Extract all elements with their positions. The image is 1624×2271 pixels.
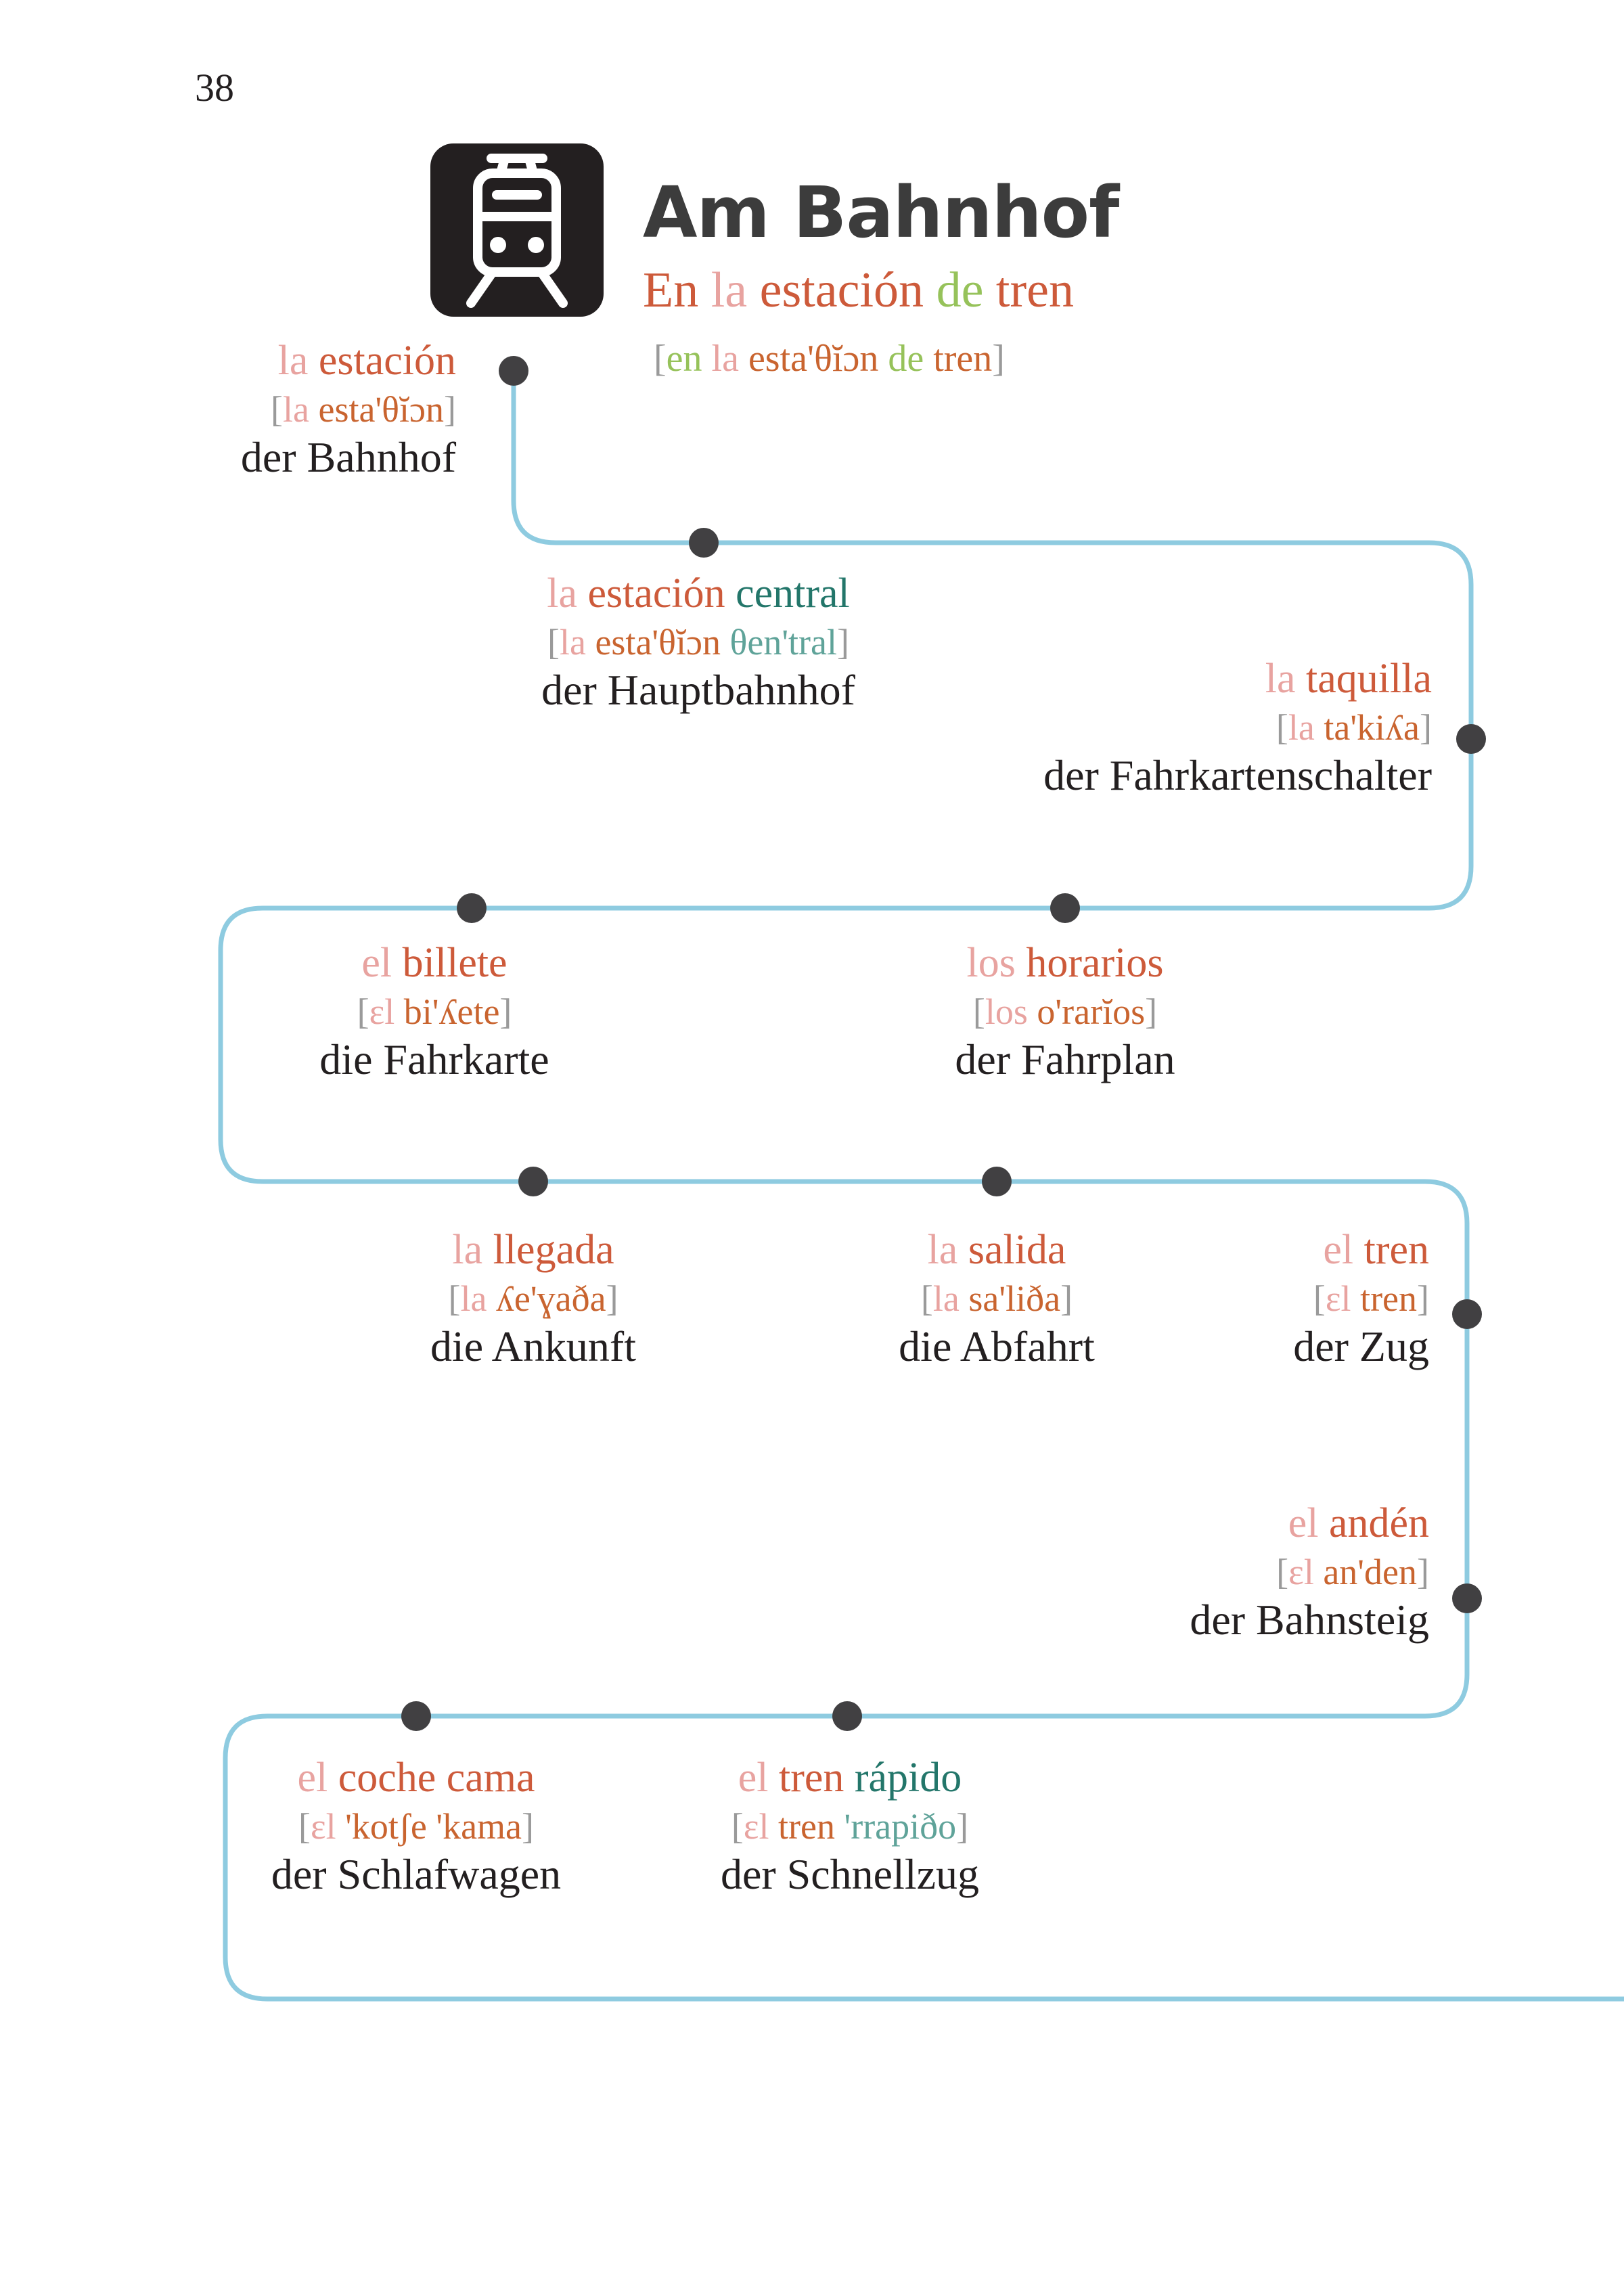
subtitle-word: tren [995,263,1074,318]
stop-dot [1050,893,1080,923]
stop-dot [689,528,719,558]
stop-dot [1456,724,1486,754]
subtitle-pronunciation: [en la esta'θĭɔn de tren] [654,338,1005,380]
vocab-entry: la salida [la sa'liða] die Abfahrt [899,1227,1095,1370]
subtitle-word: estación [759,263,924,318]
stop-dot [499,356,528,386]
stop-dot [401,1701,431,1731]
subtitle-word: la [710,263,748,318]
stop-dot [457,893,487,923]
stop-dot [1452,1299,1482,1329]
page-subtitle: En la estación de tren [643,265,1074,315]
vocab-entry: la llegada [la ʎe'ɣaða] die Ankunft [430,1227,636,1370]
subtitle-word: de [936,263,984,318]
stop-dot [832,1701,862,1731]
train-icon [430,143,604,317]
stop-dot [1452,1583,1482,1613]
vocab-entry: el billete [ɛl bi'ʎete] die Fahrkarte [319,940,549,1083]
vocab-entry: el tren rápido [ɛl tren 'rrapiðo] der Sc… [720,1755,980,1898]
page-title: Am Bahnhof [643,171,1119,254]
vocab-entry: la taquilla [la ta'kiʎa] der Fahrkartens… [1043,656,1432,799]
vocab-entry: el coche cama [ɛl 'kotʃe 'kama] der Schl… [271,1755,562,1898]
page-number: 38 [195,66,234,110]
stop-dot [518,1167,548,1196]
subtitle-word: En [643,263,699,318]
vocab-entry: el tren [ɛl tren] der Zug [1293,1227,1429,1370]
stop-dot [982,1167,1012,1196]
vocab-entry: los horarios [los o'rarĭos] der Fahrplan [955,940,1175,1083]
vocab-entry: la estación central [la esta'θĭɔn θen'tr… [541,570,855,714]
vocab-entry: el andén [ɛl an'den] der Bahnsteig [1190,1500,1429,1644]
vocab-entry: la estación [la esta'θĭɔn] der Bahnhof [240,338,456,481]
